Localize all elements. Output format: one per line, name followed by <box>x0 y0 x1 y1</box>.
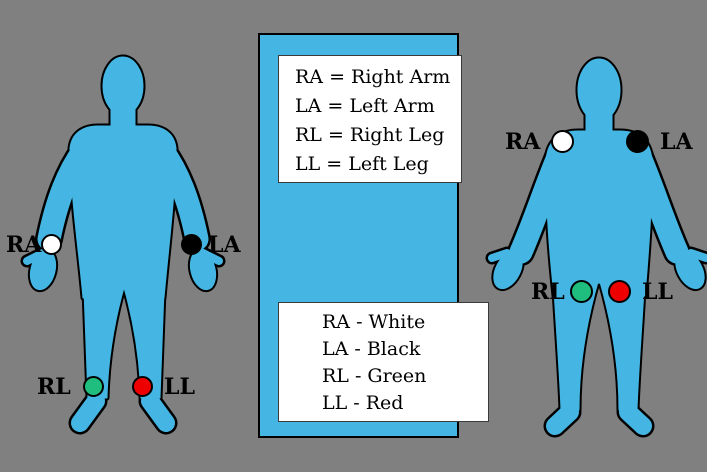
electrode-dot-ll-right-figure <box>608 280 631 303</box>
electrode-dot-rl-left-figure <box>83 376 104 397</box>
electrode-dot-rl-right-figure <box>570 280 593 303</box>
label-la-left-figure: LA <box>208 232 241 258</box>
label-ll-left-figure: LL <box>164 374 195 400</box>
electrode-dot-ll-left-figure <box>132 376 153 397</box>
label-la-right-figure: LA <box>660 129 693 155</box>
legend-line: LL - Red <box>322 392 404 414</box>
color-legend-box: RA - White LA - Black RL - Green LL - Re… <box>278 302 489 422</box>
label-ll-right-figure: LL <box>642 279 673 305</box>
electrode-dot-ra-right-figure <box>551 130 574 153</box>
electrode-dot-la-right-figure <box>626 130 649 153</box>
electrode-dot-ra-left-figure <box>41 234 62 255</box>
electrode-dot-la-left-figure <box>181 234 202 255</box>
label-ra-left-figure: RA <box>6 232 42 258</box>
label-rl-left-figure: RL <box>37 374 71 400</box>
right-figure-silhouette <box>485 56 707 438</box>
label-ra-right-figure: RA <box>505 129 541 155</box>
legend-line: RL - Green <box>322 365 427 387</box>
legend-line: RL = Right Leg <box>295 124 445 146</box>
left-figure-silhouette <box>20 54 226 435</box>
legend-line: LA - Black <box>322 338 421 360</box>
legend-line: RA = Right Arm <box>295 66 451 88</box>
legend-line: LA = Left Arm <box>295 95 435 117</box>
legend-line: LL = Left Leg <box>295 153 429 175</box>
legend-line: RA - White <box>322 311 426 333</box>
abbreviation-legend-box: RA = Right Arm LA = Left Arm RL = Right … <box>278 55 462 183</box>
label-rl-right-figure: RL <box>531 279 565 305</box>
